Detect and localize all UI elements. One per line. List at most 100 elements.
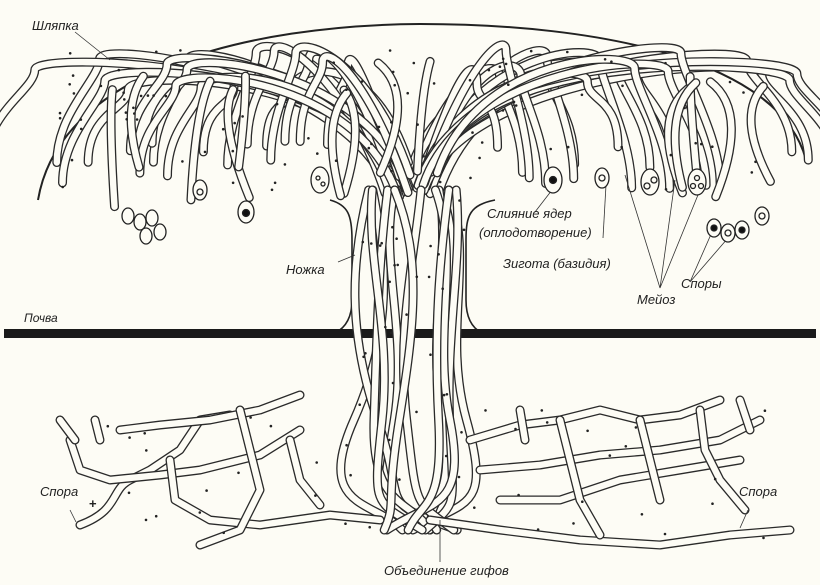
hypha — [66, 426, 304, 484]
label-spore-right: Спора — [739, 484, 778, 499]
hypha — [267, 43, 414, 179]
nucleus-dot — [388, 49, 392, 52]
nucleus-dot — [473, 506, 476, 510]
nucleus-dot — [390, 121, 393, 124]
hypha — [466, 396, 724, 444]
nucleus-dot — [221, 127, 225, 131]
nucleus-dot — [389, 331, 393, 335]
nucleus-dot — [72, 92, 76, 95]
nucleus-dot — [391, 225, 394, 229]
nucleus-dot — [316, 152, 319, 155]
label-spores: Споры — [681, 276, 722, 291]
nucleus-dot — [437, 253, 440, 256]
hypha — [107, 86, 118, 210]
nucleus-dot — [393, 83, 397, 87]
label-spore-left: Спора — [40, 484, 79, 499]
hypha — [433, 56, 673, 192]
nucleus-dot — [135, 118, 139, 121]
nucleus-dot — [429, 244, 432, 248]
stem-leader — [337, 254, 356, 263]
hypha — [747, 83, 774, 185]
hypha — [404, 186, 453, 534]
nucleus-dot — [429, 353, 432, 357]
nucleus-dot — [572, 522, 575, 525]
stem-outline — [465, 199, 496, 334]
hypha — [696, 406, 749, 514]
nucleus-dot — [367, 146, 371, 150]
nucleus-dot — [152, 94, 155, 97]
nucleus-dot — [610, 60, 613, 63]
nucleus-dot — [249, 416, 252, 419]
nucleus-dot — [580, 93, 584, 97]
nucleus-dot — [514, 104, 518, 107]
nucleus-dot — [728, 80, 732, 84]
hypha — [636, 416, 664, 504]
nucleus-dot — [462, 228, 466, 232]
nucleus-dot — [484, 409, 487, 412]
nucleus-dot — [549, 147, 552, 151]
nucleus-dot — [501, 109, 505, 112]
nucleus-dot — [608, 454, 612, 457]
nucleus-dot — [762, 536, 765, 540]
nucleus-dot — [504, 62, 508, 66]
nucleus-dot — [360, 80, 364, 83]
hypha — [476, 416, 764, 474]
hypha — [556, 416, 604, 539]
nucleus-dot — [742, 91, 745, 94]
nucleus-dot — [270, 188, 274, 192]
nuclei — [58, 49, 767, 540]
nucleus-dot — [395, 237, 398, 240]
nucleus-dot — [146, 94, 150, 97]
nucleus-dot — [501, 57, 505, 61]
nucleus-dot — [432, 82, 436, 85]
nucleus-dot — [231, 181, 235, 185]
hypha — [187, 77, 214, 204]
nucleus-dot — [283, 163, 287, 166]
nucleus-dot — [540, 409, 544, 412]
nucleus-dot — [164, 94, 168, 98]
nucleus-dot — [315, 461, 319, 464]
nucleus-dot — [61, 185, 64, 189]
nucleus-dot — [415, 275, 419, 279]
hypha — [465, 395, 725, 445]
nucleus-dot — [179, 49, 182, 52]
nucleus-dot — [198, 511, 202, 514]
nucleus-dot — [237, 471, 240, 475]
nucleus-dot — [361, 240, 365, 244]
hypha — [56, 416, 104, 444]
nucleus-dot — [460, 431, 463, 434]
spores-leaders — [689, 231, 729, 283]
nucleus-dot — [231, 149, 235, 153]
nucleus-dot — [487, 68, 491, 72]
nucleus-dot — [368, 525, 372, 529]
nucleus-dot — [139, 94, 143, 98]
nucleus-dot — [124, 111, 128, 114]
nucleus-dot — [478, 156, 481, 160]
nucleus-dot — [469, 176, 472, 180]
nucleus-dot — [125, 118, 128, 121]
nucleus-dot — [754, 160, 757, 164]
hypha — [496, 456, 744, 504]
nucleus-dot — [406, 91, 410, 95]
nucleus-dot — [457, 475, 461, 479]
nucleus-dot — [269, 424, 273, 428]
nucleus-dot — [99, 84, 103, 88]
nucleus-dot — [415, 410, 418, 414]
nucleus-dot — [362, 355, 365, 359]
nucleus-dot — [566, 145, 570, 149]
cap-leader — [74, 31, 111, 61]
hypha — [421, 41, 533, 187]
hypha — [235, 72, 249, 171]
label-meiosis: Мейоз — [637, 292, 676, 307]
nucleus-dot — [233, 121, 236, 125]
nucleus-dot — [70, 158, 74, 162]
zygote-leader — [602, 184, 607, 239]
hypha — [707, 78, 735, 200]
nucleus-dot — [700, 142, 703, 146]
nucleus-dot — [514, 427, 517, 431]
nucleus-dot — [349, 473, 352, 477]
cap-outline — [37, 22, 807, 201]
nucleus-dot — [422, 154, 425, 158]
hypha — [414, 58, 434, 175]
hypha — [428, 62, 549, 187]
